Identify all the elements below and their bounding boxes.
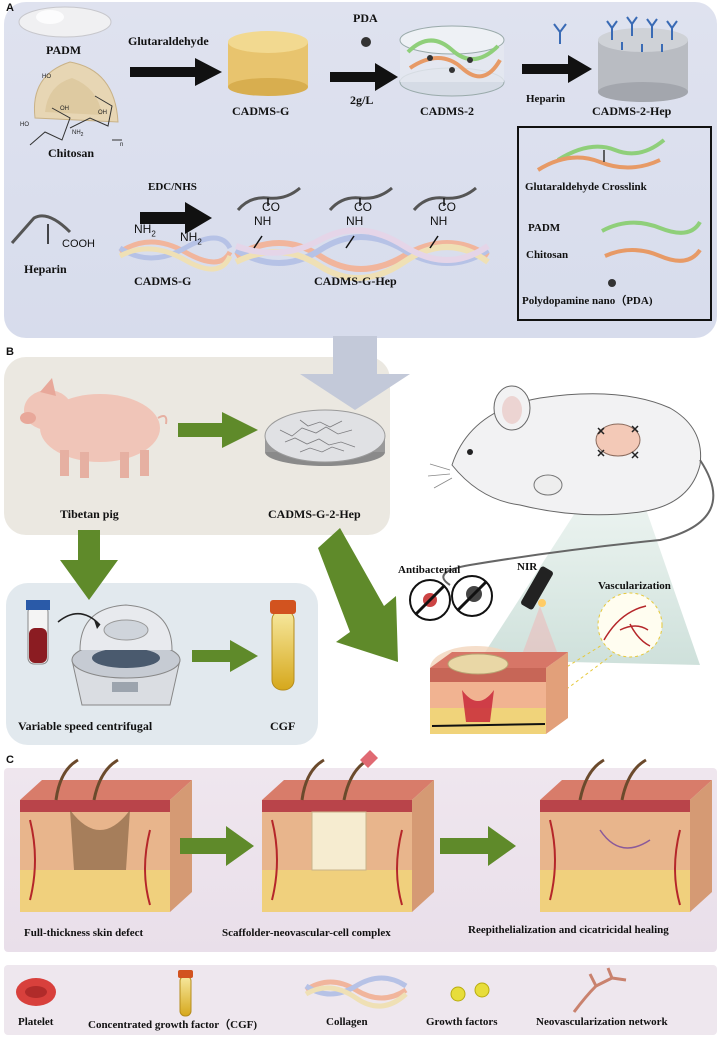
stage-2-label: Scaffolder-neovascular-cell complex bbox=[222, 927, 391, 939]
co-label-2: CO bbox=[354, 200, 372, 214]
padm-legend-line bbox=[601, 220, 702, 235]
heparin-chain-icon bbox=[10, 214, 72, 244]
cooh-label: COOH bbox=[62, 238, 95, 250]
heparin-top-label: Heparin bbox=[526, 93, 566, 105]
skin-defect-block-icon bbox=[20, 758, 192, 912]
co-nh-bonds bbox=[253, 198, 445, 249]
chitosan-label: Chitosan bbox=[48, 146, 95, 160]
panel-label-c: C bbox=[6, 754, 14, 766]
centrifuge-machine-icon bbox=[71, 604, 181, 706]
arrow-c-1 bbox=[180, 826, 254, 866]
chem-n-label: n bbox=[120, 142, 124, 148]
platelet-icon bbox=[16, 978, 56, 1006]
mouse-icon bbox=[427, 385, 715, 586]
arrow-pig-to-centrifuge bbox=[60, 530, 118, 600]
collagen-legend-icon bbox=[304, 975, 408, 1009]
nh-label-2: NH bbox=[346, 214, 364, 228]
nh2-label-b: NH2 bbox=[180, 230, 202, 247]
blood-tube-icon bbox=[26, 600, 50, 665]
arrow-to-cadms-2-hep bbox=[522, 55, 592, 83]
cadms-g-bottom-label: CADMS-G bbox=[134, 274, 192, 288]
arrow-to-cadms-2 bbox=[330, 63, 398, 91]
glutaraldehyde-label: Glutaraldehyde bbox=[128, 34, 209, 48]
nir-laser-icon bbox=[520, 566, 560, 660]
panel-a-background bbox=[4, 2, 717, 338]
tube-into-centrifuge-arrow bbox=[57, 613, 101, 626]
healed-skin-block-icon bbox=[540, 758, 712, 912]
cgf-tube-icon bbox=[270, 600, 296, 691]
nh2-label-a: NH2 bbox=[134, 222, 156, 239]
edc-nhs-label: EDC/NHS bbox=[148, 181, 197, 193]
crosslink-legend-icon bbox=[536, 138, 666, 172]
arrow-centrifuge-to-cgf bbox=[192, 640, 258, 672]
antibacterial-label: Antibacterial bbox=[398, 564, 461, 576]
cadms-2-label: CADMS-2 bbox=[420, 104, 474, 118]
tibetan-pig-label: Tibetan pig bbox=[60, 507, 119, 521]
neovascularization-icon bbox=[572, 967, 627, 1013]
legend-padm-label: PADM bbox=[528, 222, 561, 234]
arrow-c-2 bbox=[440, 826, 516, 866]
down-arrow-a-to-b bbox=[300, 336, 410, 410]
chitosan-legend-line bbox=[604, 248, 702, 263]
pda-legend-dot bbox=[608, 279, 616, 287]
cadms-2-disc-icon bbox=[399, 25, 505, 97]
growth-factors-icon bbox=[450, 982, 490, 1002]
cadms-g-2-hep-label: CADMS-G-2-Hep bbox=[268, 507, 361, 521]
pda-nanoparticle-icon bbox=[361, 37, 371, 47]
cadms-g-sponge-icon bbox=[228, 31, 308, 96]
legend-growth-factors-label: Growth factors bbox=[426, 1016, 498, 1028]
chem-nh2-label: NH2 bbox=[72, 130, 84, 139]
nh-label-1: NH bbox=[254, 214, 272, 228]
heparin-bottom-label: Heparin bbox=[24, 262, 67, 276]
cgf-legend-tube-icon bbox=[178, 970, 193, 1017]
legend-cgf-label: Concentrated growth factor（CGF) bbox=[88, 1019, 258, 1031]
legend-neovascularization-label: Neovascularization network bbox=[536, 1016, 668, 1028]
antibacterial-icon bbox=[409, 575, 493, 621]
legend-chitosan-label: Chitosan bbox=[526, 249, 569, 261]
legend-platelet-label: Platelet bbox=[18, 1016, 54, 1028]
cadms-g-hep-braid-icon bbox=[234, 227, 490, 281]
padm-membrane-icon bbox=[18, 6, 112, 38]
panel-label-b: B bbox=[6, 346, 14, 358]
cadms-2-hep-label: CADMS-2-Hep bbox=[592, 104, 672, 118]
wound-skin-block-icon bbox=[430, 646, 568, 734]
chem-ho-label: HO bbox=[42, 74, 51, 80]
co-label-3: CO bbox=[438, 200, 456, 214]
cadms-g-hep-label: CADMS-G-Hep bbox=[314, 274, 397, 288]
pda-label: PDA bbox=[353, 11, 378, 25]
tibetan-pig-icon bbox=[20, 378, 168, 478]
heparin-antibody-icon bbox=[553, 23, 567, 44]
chitosan-structure-icon bbox=[29, 95, 122, 146]
legend-pda-label: Polydopamine nano（PDA) bbox=[522, 295, 653, 307]
chitosan-powder-icon bbox=[33, 61, 119, 123]
co-label-1: CO bbox=[262, 200, 280, 214]
arrow-scaffold-to-wound bbox=[318, 528, 398, 662]
stage-1-label: Full-thickness skin defect bbox=[24, 927, 144, 939]
arrow-to-cadms-g bbox=[130, 58, 222, 86]
arrow-pig-to-scaffold bbox=[178, 412, 258, 448]
cadms-g-label: CADMS-G bbox=[232, 104, 290, 118]
panel-a-legend-box bbox=[517, 126, 712, 321]
vascularization-detail-icon bbox=[597, 592, 663, 658]
cadms-g-braid-icon bbox=[118, 235, 233, 272]
cgf-label: CGF bbox=[270, 719, 296, 733]
vascularization-label: Vascularization bbox=[598, 580, 671, 592]
legend-crosslink-label: Glutaraldehyde Crosslink bbox=[525, 181, 647, 193]
cadms-g-2-hep-scaffold-icon bbox=[264, 409, 386, 466]
scaffold-complex-block-icon bbox=[262, 750, 434, 912]
cadms-2-hep-cylinder-icon bbox=[598, 16, 688, 102]
nh-label-3: NH bbox=[430, 214, 448, 228]
chem-ho2-label: HO bbox=[20, 122, 29, 128]
chem-oh1-label: OH bbox=[60, 106, 69, 112]
centrifugal-label: Variable speed centrifugal bbox=[18, 719, 153, 733]
chem-oh2-label: OH bbox=[98, 110, 107, 116]
stage-3-label: Reepithelialization and cicatricidal hea… bbox=[468, 924, 669, 936]
padm-label: PADM bbox=[46, 43, 82, 57]
pda-concentration-label: 2g/L bbox=[350, 93, 374, 107]
arrow-edc-nhs bbox=[140, 202, 212, 234]
legend-collagen-label: Collagen bbox=[326, 1016, 368, 1028]
panel-label-a: A bbox=[6, 2, 14, 14]
nir-label: NIR bbox=[517, 561, 538, 573]
